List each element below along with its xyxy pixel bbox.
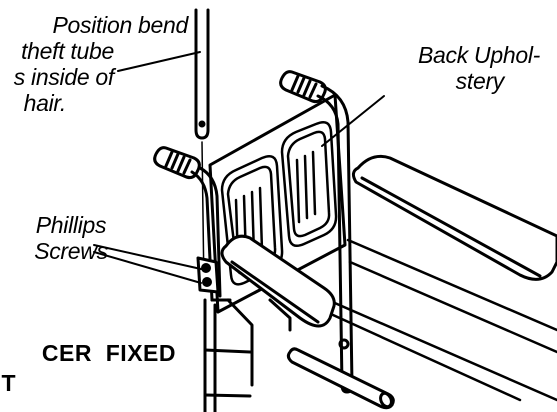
lower-cross-tube [286,347,395,410]
phillips-screws-line-2: Screws [34,238,108,264]
position-bend-note: Position bend theft tube s inside of hai… [0,12,189,116]
left-push-handle [153,146,201,180]
section-heading-line-1: CER FIXED [41,340,176,366]
seat-rails [298,238,557,402]
section-heading-line-2: T [1,370,16,396]
back-upholstery-label: Back Uphol- stery [380,42,540,94]
anti-theft-tube [194,8,210,140]
position-bend-line-3: s inside of [13,64,115,90]
back-upholstery-line-1: Back Uphol- [418,42,540,68]
right-back-upright [316,84,354,394]
back-upholstery-line-2: stery [455,68,505,94]
position-bend-line-4: hair. [23,90,67,116]
left-frame [203,298,292,412]
phillips-screws-line-1: Phillips [35,212,107,238]
leader-phillips-screw-upper [93,244,202,270]
screw-bracket [196,256,220,294]
leader-position-bend [117,51,201,72]
section-heading: CER FIXED T [0,338,176,398]
position-bend-line-1: Position bend [52,12,189,38]
callout-leaders [93,51,385,284]
position-bend-line-2: theft tube [21,38,114,64]
left-armrest-pad [220,234,336,328]
phillips-screws-label: Phillips Screws [8,212,134,264]
leader-back-upholstery [321,95,385,147]
upholstery-right-pocket [280,121,338,247]
leader-phillips-screw-lower [93,251,202,284]
right-armrest-pad [351,154,557,281]
